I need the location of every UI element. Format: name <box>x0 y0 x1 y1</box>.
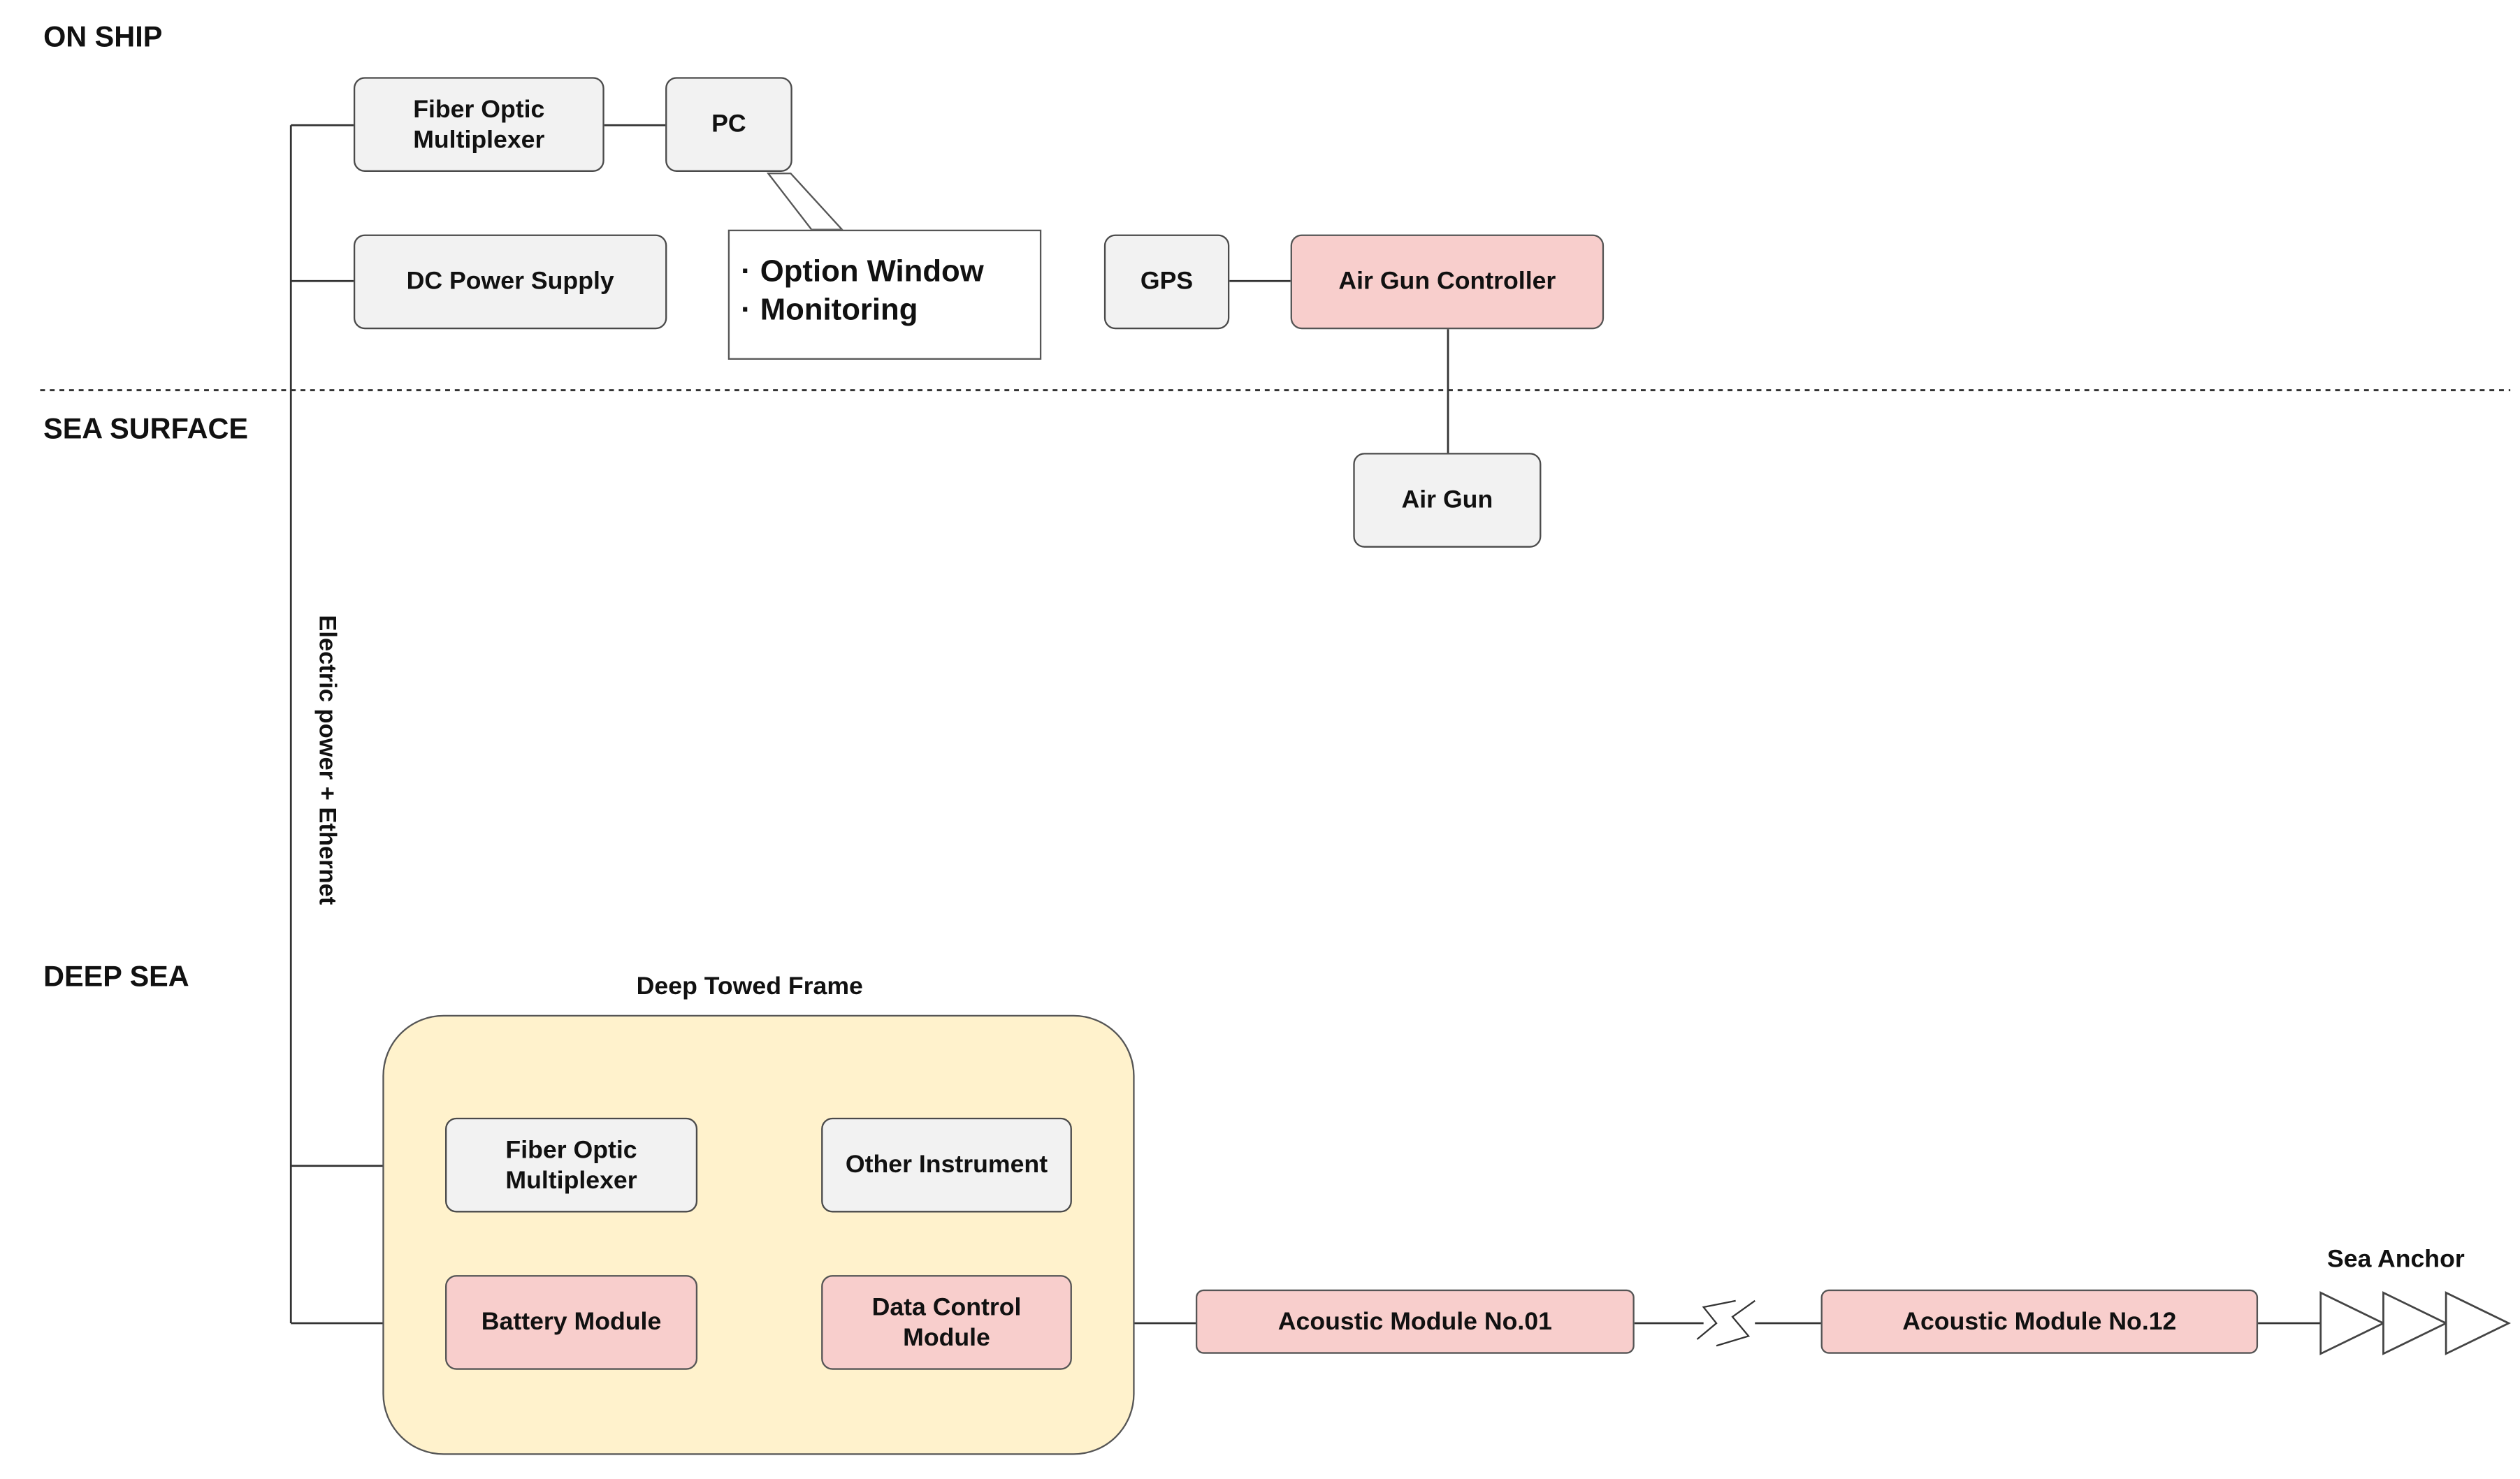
sea-anchor-label: Sea Anchor <box>2326 1246 2465 1274</box>
pc-node: PC <box>665 77 792 172</box>
acoustic-module-01-node: Acoustic Module No.01 <box>1195 1289 1635 1354</box>
callout-item-option-window: ·Option Window <box>741 254 1040 292</box>
deep-towed-frame <box>382 1014 1135 1455</box>
cable-break-symbol <box>1696 1299 1736 1340</box>
bullet-icon: · <box>741 293 751 328</box>
deep-towed-frame-label: Deep Towed Frame <box>636 972 863 1001</box>
callout-item-monitoring: ·Monitoring <box>741 292 1040 330</box>
other-instrument-node: Other Instrument <box>821 1117 1072 1213</box>
fiber-optic-multiplexer-deep: Fiber Optic Multiplexer <box>445 1117 698 1213</box>
air-gun-controller-node: Air Gun Controller <box>1290 234 1605 330</box>
acoustic-module-12-node: Acoustic Module No.12 <box>1820 1289 2259 1354</box>
pc-software-callout: ·Option Window ·Monitoring <box>727 229 1042 360</box>
zone-sea-surface: SEA SURFACE <box>43 412 248 445</box>
fiber-optic-multiplexer-ship: Fiber Optic Multiplexer <box>353 77 604 172</box>
callout-pointer <box>766 173 844 231</box>
sea-anchor-icon <box>2319 1291 2511 1355</box>
zone-on-ship: ON SHIP <box>43 20 163 53</box>
battery-module-node: Battery Module <box>445 1275 698 1370</box>
cable-label: Electric power + Ethernet <box>313 615 341 905</box>
dc-power-supply-node: DC Power Supply <box>353 234 667 330</box>
air-gun-node: Air Gun <box>1353 453 1542 548</box>
zone-deep-sea: DEEP SEA <box>43 960 189 993</box>
data-control-module-node: Data Control Module <box>821 1275 1072 1370</box>
bullet-icon: · <box>741 255 751 289</box>
gps-node: GPS <box>1103 234 1230 330</box>
